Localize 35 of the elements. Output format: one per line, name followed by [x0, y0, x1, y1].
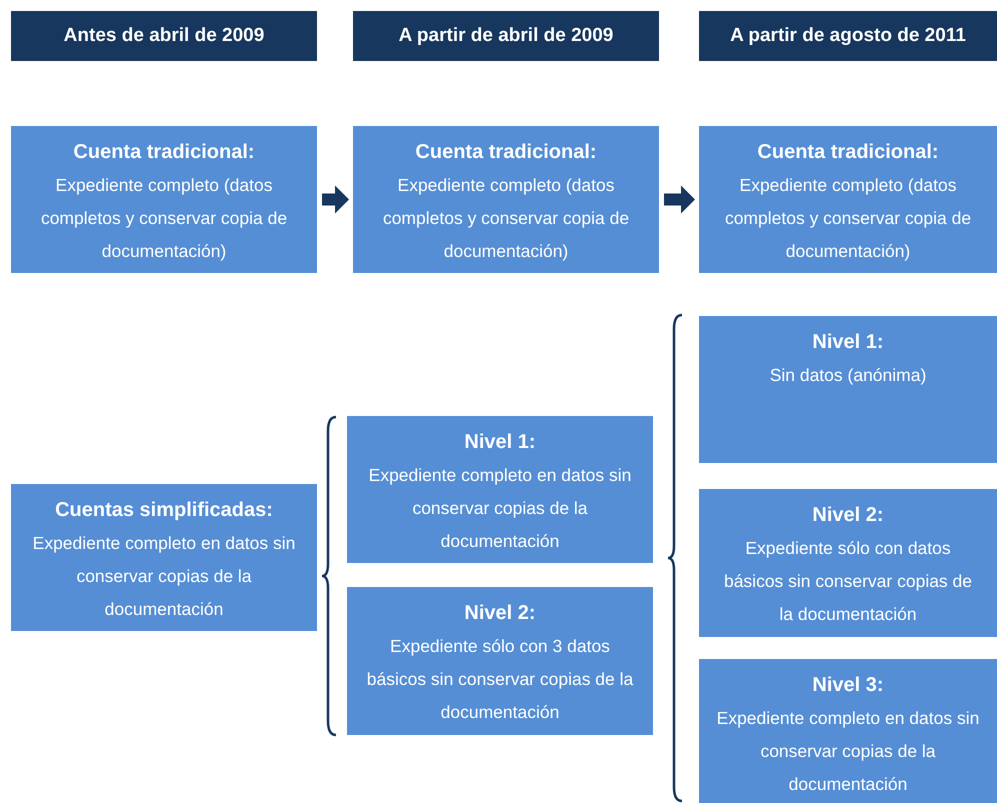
box-heading: Cuenta tradicional: [73, 140, 255, 165]
info-box [347, 416, 653, 563]
arrow [664, 186, 695, 214]
column-header [11, 11, 317, 61]
info-box [353, 126, 659, 273]
arrow [322, 186, 349, 214]
box-text: Sin datos (anónima) [770, 364, 926, 387]
box-heading: Nivel 1: [812, 330, 884, 355]
box-heading: Cuenta tradicional: [415, 140, 597, 165]
box-heading: Nivel 2: [464, 601, 536, 626]
box-text: Expediente completo (datos completos y conservar copia de documentación) [724, 174, 972, 263]
column-header [699, 11, 997, 61]
column-header [353, 11, 659, 61]
info-box [699, 126, 997, 273]
box-text: Expediente completo (datos completos y conservar copia de documentación) [382, 174, 630, 263]
box-heading: A partir de abril de 2009 [398, 25, 614, 47]
box-heading: Cuenta tradicional: [757, 140, 939, 165]
box-text: Expediente completo en datos sin conservar copias de la documentación [368, 464, 632, 553]
box-heading: Nivel 3: [812, 673, 884, 698]
box-text: Expediente completo en datos sin conservar copias de la documentación [32, 532, 296, 621]
info-box [11, 126, 317, 273]
info-box [699, 489, 997, 637]
box-heading: Nivel 1: [464, 430, 536, 455]
info-box [347, 587, 653, 735]
box-heading: Nivel 2: [812, 503, 884, 528]
box-heading: Cuentas simplificadas: [55, 498, 273, 523]
info-box [699, 659, 997, 803]
info-box [11, 484, 317, 631]
box-text: Expediente sólo con 3 datos básicos sin conservar copias de la documentación [366, 635, 634, 724]
info-box [699, 316, 997, 463]
box-text: Expediente sólo con datos básicos sin conservar copias de la documentación [722, 537, 974, 626]
box-text: Expediente completo en datos sin conservar copias de la documentación [716, 707, 980, 796]
box-text: Expediente completo (datos completos y conservar copia de documentación) [40, 174, 288, 263]
box-heading: A partir de agosto de 2011 [730, 25, 966, 47]
box-heading: Antes de abril de 2009 [64, 25, 264, 47]
